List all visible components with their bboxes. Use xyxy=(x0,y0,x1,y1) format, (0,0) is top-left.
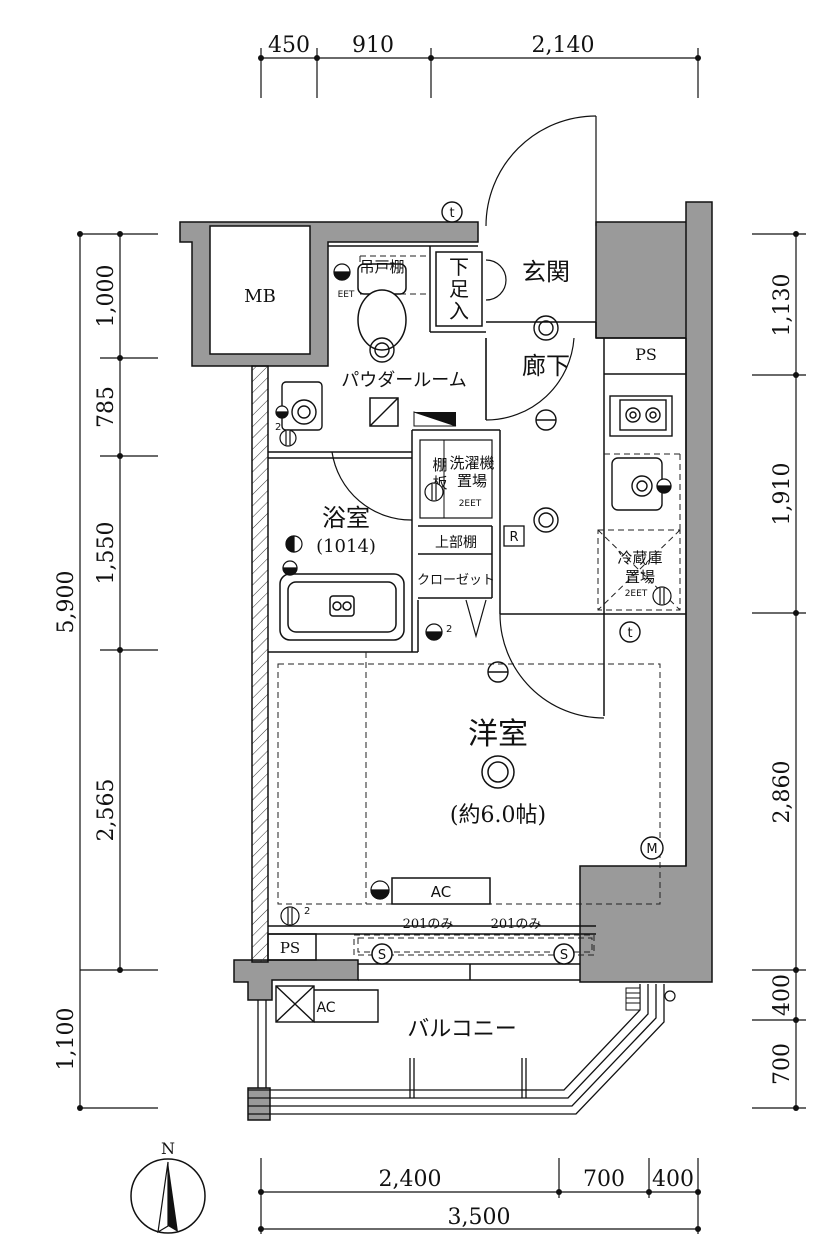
drain-icon xyxy=(664,990,676,1002)
downlight-icons xyxy=(369,315,559,683)
ps-top-label: PS xyxy=(635,345,657,364)
dim-left-2: 785 xyxy=(94,386,119,428)
washer-area xyxy=(419,439,493,519)
sensor-icon-left: S xyxy=(371,943,393,965)
hanging-shelf-label: 吊戸棚 xyxy=(359,258,404,276)
ac-outdoor-unit xyxy=(275,985,379,1023)
western-room-label: 洋室 xyxy=(468,717,528,752)
outlet-eet-toilet: EET xyxy=(338,290,355,300)
only-201-right: 201のみ xyxy=(491,917,542,932)
fridge-label-2: 置場 xyxy=(625,568,655,586)
r-mark-box xyxy=(503,525,525,547)
dim-bottom-3: 400 xyxy=(652,1167,694,1192)
drain-grate-icon xyxy=(625,987,641,1011)
telephone-outlet-room-icon: t xyxy=(619,621,641,643)
dim-right-2: 1,910 xyxy=(770,463,795,526)
dim-top-2: 910 xyxy=(352,33,394,58)
shoe-box xyxy=(435,251,483,327)
dim-right-4: 400 xyxy=(770,974,795,1016)
stove-icon xyxy=(609,395,673,437)
dim-right-3: 2,860 xyxy=(770,761,795,824)
ac-indoor-label: AC xyxy=(431,883,451,901)
only-201-left: 201のみ xyxy=(403,917,454,932)
sensor-icon-right: S xyxy=(553,943,575,965)
balcony-label: バルコニー xyxy=(407,1017,517,1042)
dim-left-3: 1,550 xyxy=(94,522,119,585)
left-hatched-wall xyxy=(251,365,269,963)
ac-indoor-unit xyxy=(391,877,491,905)
dim-bottom-1: 2,400 xyxy=(379,1167,442,1192)
closet-arrow xyxy=(465,599,487,639)
mb-room xyxy=(209,225,311,355)
washer-label-1: 洗濯機 xyxy=(449,454,494,472)
dim-left-total: 5,900 xyxy=(54,571,79,634)
shelf-label-1: 棚 xyxy=(432,456,447,474)
upper-shelf-label: 上部棚 xyxy=(435,535,477,551)
outlet-2eet-washer: 2EET xyxy=(459,499,482,509)
superscript-2-bath: 2 xyxy=(275,422,281,433)
bathtub-icon xyxy=(279,573,405,641)
telephone-outlet-top-icon: t xyxy=(441,201,463,223)
closet-label: クローゼット xyxy=(417,573,495,588)
sink-icon xyxy=(281,381,323,431)
dim-bottom-total: 3,500 xyxy=(448,1205,511,1230)
dim-bottom-2: 700 xyxy=(583,1167,625,1192)
outlet-icons xyxy=(275,263,672,926)
dim-top-1: 450 xyxy=(268,33,310,58)
fridge-label-1: 冷蔵庫 xyxy=(617,549,662,567)
superscript-2-closet: 2 xyxy=(446,624,452,635)
shoe-box-label-3: 入 xyxy=(449,299,469,323)
dim-top-3: 2,140 xyxy=(532,33,595,58)
shoe-box-label-2: 足 xyxy=(449,277,469,301)
powder-room-label: パウダールーム xyxy=(341,370,466,391)
ps-bottom-label: PS xyxy=(280,939,300,957)
svg-text:S: S xyxy=(378,948,386,963)
toilet-icon xyxy=(357,263,407,351)
bath-size-label: (1014) xyxy=(316,536,376,557)
svg-text:t: t xyxy=(449,206,454,221)
mb-label: MB xyxy=(244,286,276,307)
superscript-2-room: 2 xyxy=(304,906,310,917)
outlet-2eet-fridge: 2EET xyxy=(625,589,648,599)
svg-text:M: M xyxy=(646,842,657,857)
dim-left-4: 2,565 xyxy=(94,779,119,842)
hallway-label: 廊下 xyxy=(522,352,570,380)
kitchen-sink-icon xyxy=(611,457,663,511)
ceiling-light-icon xyxy=(481,755,515,789)
dim-left-1: 1,000 xyxy=(94,265,119,328)
r-mark-label: R xyxy=(509,530,518,545)
dimension-dots xyxy=(77,55,799,1232)
svg-text:S: S xyxy=(560,948,568,963)
shoe-box-label-1: 下 xyxy=(449,255,469,279)
western-size-label: (約6.0帖) xyxy=(450,803,546,828)
dim-right-1: 1,130 xyxy=(770,274,795,337)
dim-left-5: 1,100 xyxy=(54,1008,79,1071)
compass-north-label: N xyxy=(161,1139,175,1158)
meter-icon: M xyxy=(640,836,664,860)
door-swings xyxy=(331,115,605,719)
north-compass-icon xyxy=(130,1158,206,1234)
washer-label-2: 置場 xyxy=(457,472,487,490)
bath-label: 浴室 xyxy=(322,504,370,532)
dim-right-5: 700 xyxy=(770,1043,795,1085)
svg-text:t: t xyxy=(627,626,632,641)
ac-outdoor-label: AC xyxy=(316,1000,335,1016)
entrance-label: 玄関 xyxy=(522,258,570,286)
